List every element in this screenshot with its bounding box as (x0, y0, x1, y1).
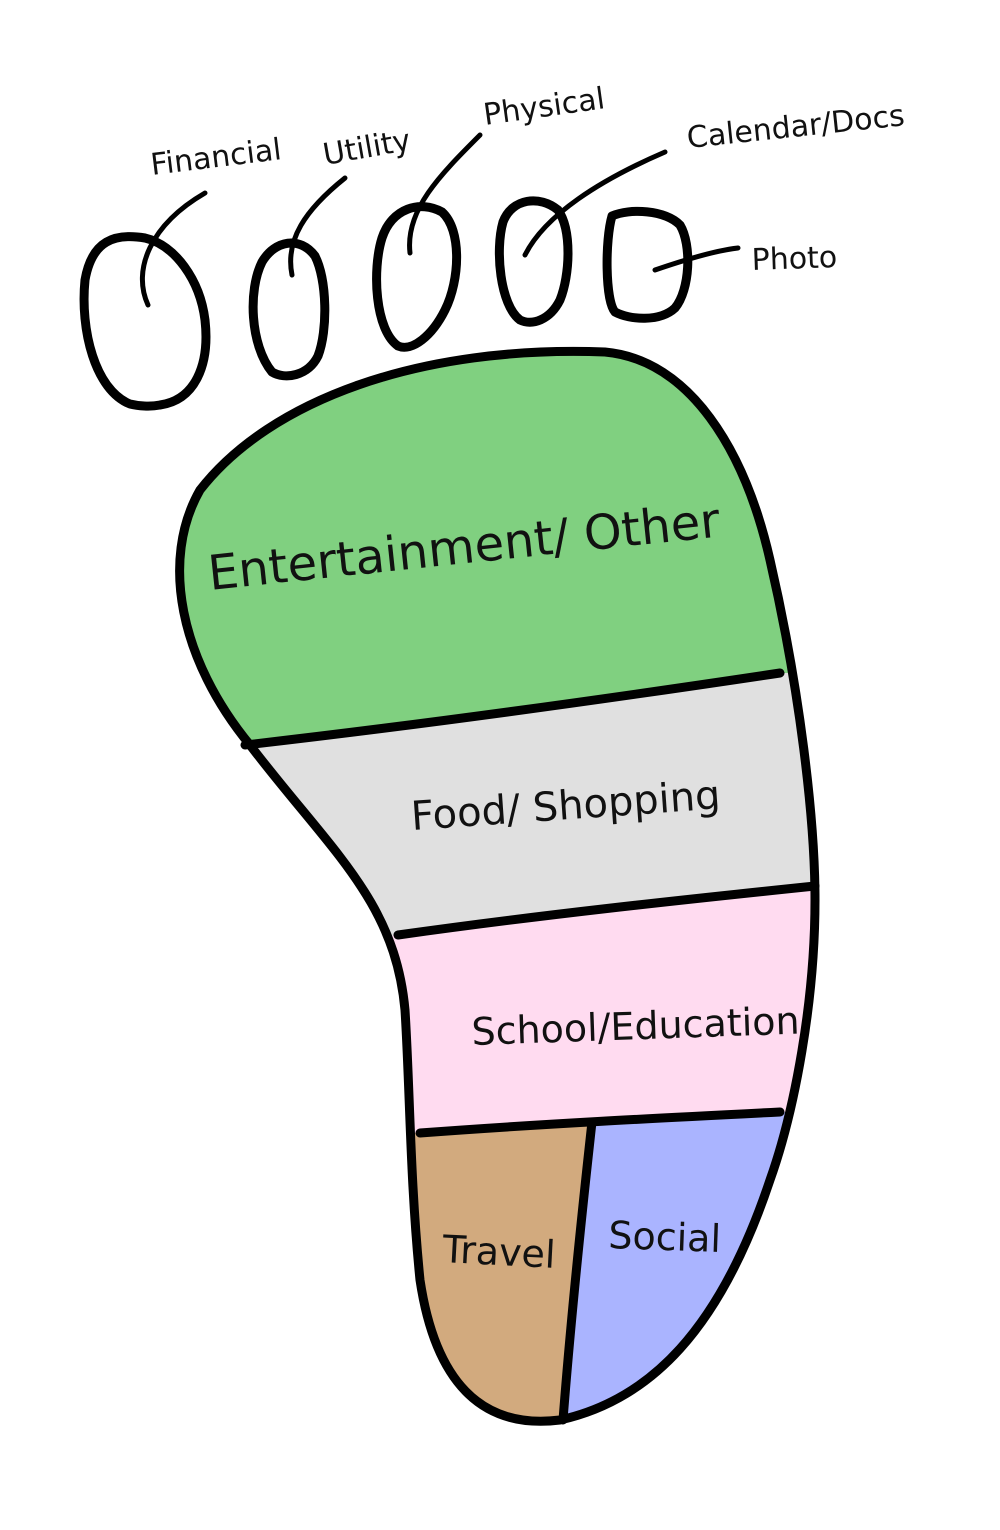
toe-photo-shape (602, 206, 693, 323)
toe-photo-label: Photo (751, 240, 838, 278)
toe-calendar-docs: Calendar/Docs (494, 98, 906, 327)
financial-leader-line (139, 190, 208, 308)
toe-utility-shape (248, 238, 330, 381)
toe-financial-shape (79, 232, 211, 411)
toe-physical: Physical (372, 81, 607, 352)
divider-entertainment-food (240, 668, 785, 750)
divider-food-school (393, 881, 820, 940)
physical-leader-line (407, 132, 483, 256)
toe-utility-label: Utility (320, 123, 413, 173)
region-entertainment-other (179, 351, 815, 760)
calendar-docs-leader-line (522, 149, 668, 258)
toe-calendar-docs-shape (494, 196, 573, 327)
foot-outline (175, 346, 820, 1426)
toe-calendar-docs-label: Calendar/Docs (685, 98, 906, 156)
toe-financial: Financial (79, 132, 284, 411)
region-social-label: Social (608, 1213, 722, 1261)
photo-leader-line (652, 245, 741, 273)
toe-physical-shape (372, 202, 462, 352)
region-travel (179, 1122, 592, 1422)
toe-physical-label: Physical (481, 81, 607, 133)
divider-travel-social (558, 1117, 597, 1425)
region-travel-label: Travel (441, 1227, 557, 1277)
toe-financial-label: Financial (149, 132, 284, 183)
toe-photo: Photo (602, 206, 838, 323)
divider-school-lower (415, 1107, 785, 1138)
utility-leader-line (288, 175, 348, 278)
